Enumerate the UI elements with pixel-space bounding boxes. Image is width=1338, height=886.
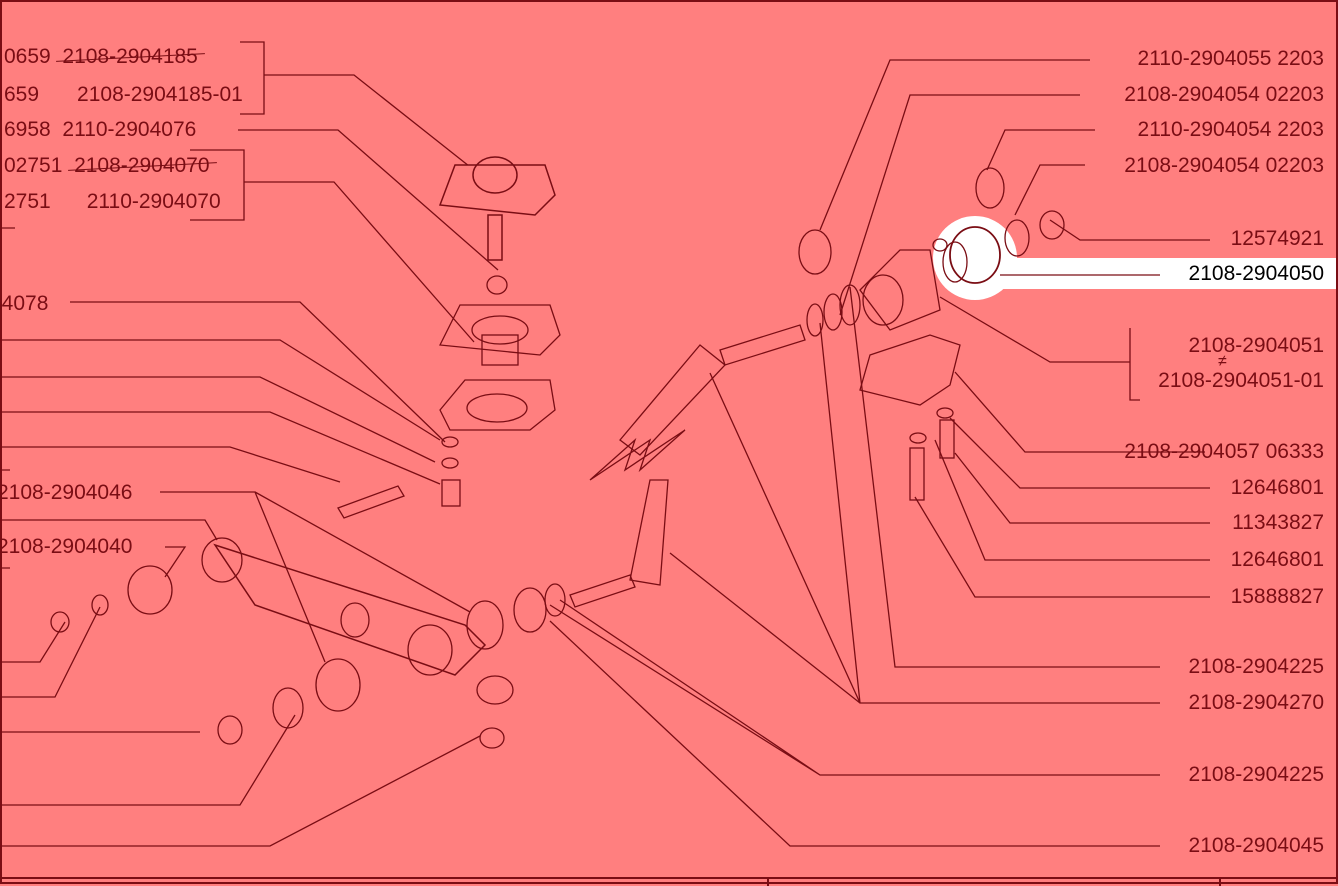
label-right-0: 2110-2904055 2203 [1137, 47, 1324, 70]
gasket [439, 379, 556, 431]
label-right-9: 2108-2904057 06333 [1124, 440, 1324, 463]
leader [238, 129, 499, 271]
label-left-2: 6958 2110-2904076 [4, 118, 197, 141]
bolt [337, 485, 405, 519]
label-right-10: 12646801 [1230, 476, 1324, 499]
clamp [859, 334, 961, 406]
highlight-circle [933, 216, 1017, 300]
label-left-0: 0659 2108-2904185 [4, 45, 198, 68]
label-right-16: 2108-2904225 [1188, 763, 1324, 786]
leader [240, 41, 475, 171]
bracket [859, 249, 941, 331]
label-right-4: 12574921 [1230, 227, 1324, 250]
lower-arm [213, 543, 487, 676]
flange [438, 304, 561, 356]
right-leaders [549, 59, 1210, 847]
label-left-7: 2108-2904040 [0, 535, 133, 558]
washer [798, 229, 832, 275]
label-right-11: 11343827 [1232, 511, 1324, 534]
label-right-3: 2108-2904054 02203 [1124, 154, 1324, 177]
not-equal-sign: ≠ [1218, 353, 1227, 370]
label-right-6: 2108-2904051 [1188, 334, 1324, 357]
ball-joint [438, 156, 556, 261]
label-right-13: 15888827 [1230, 585, 1324, 608]
highlight-band [1000, 258, 1338, 289]
label-right-12: 12646801 [1230, 548, 1324, 571]
highlighted-bushing [949, 226, 1001, 284]
boot [486, 275, 508, 295]
label-right-14: 2108-2904225 [1188, 655, 1324, 678]
label-left-3: 02751 2108-2904070 [4, 154, 210, 177]
label-right-8: 2108-2904051-01 [1158, 369, 1324, 392]
label-right-2: 2110-2904054 2203 [1137, 118, 1324, 141]
leader [190, 149, 475, 343]
label-right-15: 2108-2904270 [1188, 691, 1324, 714]
label-left-6: 2108-2904046 [0, 481, 133, 504]
label-right-17: 2108-2904045 [1188, 834, 1324, 857]
bushing [127, 565, 173, 615]
label-right-1: 2108-2904054 02203 [1124, 83, 1324, 106]
label-right-highlighted: 2108-2904050 [1188, 262, 1324, 285]
